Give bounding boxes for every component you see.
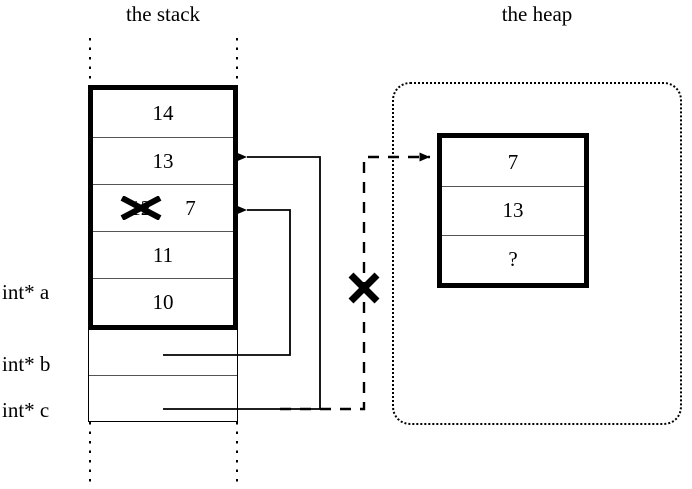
- variable-label-c: int* c: [2, 398, 50, 422]
- variable-label-a: int* a: [2, 280, 50, 304]
- stack-cell-4: 10: [93, 278, 233, 325]
- stack-frame: 14 13 12 7 11 10: [88, 85, 238, 330]
- stack-pointer-cell-c: [89, 375, 237, 420]
- stack-cell-1: 13: [93, 137, 233, 184]
- stack-pointer-cell-b: [89, 330, 237, 375]
- variable-label-b: int* b: [2, 352, 51, 376]
- stack-pointer-cells: [88, 330, 238, 422]
- stack-cell-2: 12 7: [93, 184, 233, 231]
- pointer-b-connector: [163, 205, 291, 356]
- stack-cell-3: 11: [93, 231, 233, 278]
- pointer-c-connector: [163, 152, 321, 410]
- heap-title: the heap: [501, 2, 573, 26]
- heap-cell-2: ?: [442, 234, 584, 283]
- stack-cell-0: 14: [93, 90, 233, 137]
- heap-cell-1: 13: [442, 186, 584, 235]
- stack-title: the stack: [125, 2, 201, 26]
- invalidated-pointer-cross-icon: [348, 272, 380, 304]
- stack-cell-2-new-value: 7: [185, 195, 196, 220]
- heap-cell-0: 7: [442, 138, 584, 187]
- dangling-heap-pointer-connector: [280, 152, 430, 411]
- heap-region-boundary: [392, 82, 682, 425]
- heap-block: 7 13 ?: [437, 133, 589, 288]
